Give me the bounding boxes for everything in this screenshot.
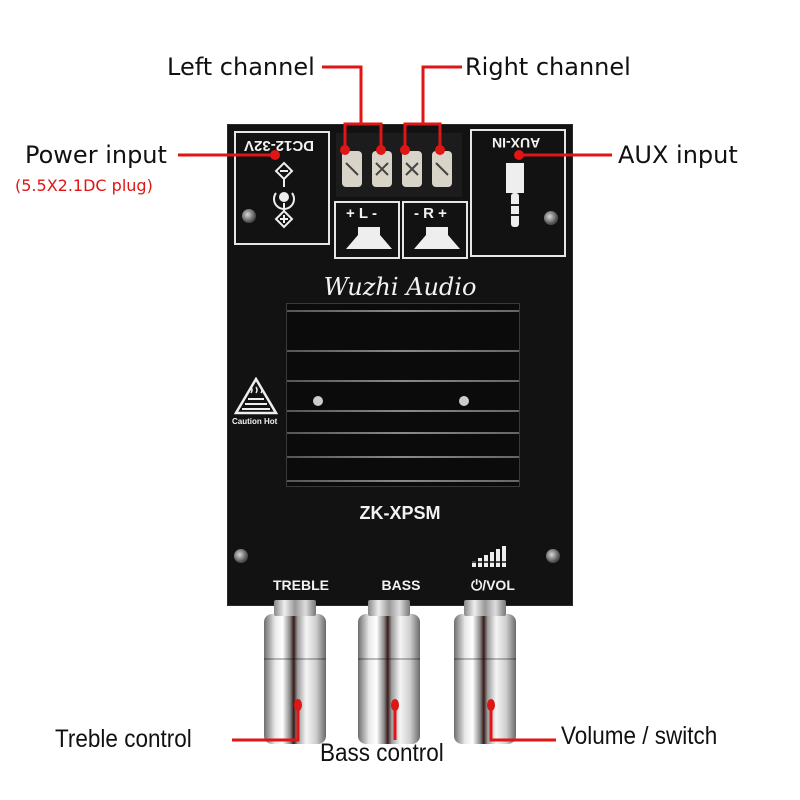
terminal-screw xyxy=(372,151,392,187)
aux-input-panel: AUX-IN xyxy=(470,129,566,257)
brand-logo: Wuzhi Audio xyxy=(323,273,477,301)
aux-jack-icon xyxy=(506,163,524,227)
heatsink-screw xyxy=(459,396,469,406)
left-speaker-polarity: + L - xyxy=(346,205,377,222)
caution-hot-label: Caution Hot xyxy=(232,417,278,426)
heatsink-fin xyxy=(287,432,519,434)
volume-switch-knob[interactable] xyxy=(454,600,516,744)
left-channel-leader xyxy=(322,65,363,124)
bass-label: BASS xyxy=(381,577,421,593)
bass-knob[interactable] xyxy=(358,600,420,744)
heatsink-fin xyxy=(287,456,519,458)
volume-label: ⏻/VOL xyxy=(471,577,515,593)
terminal-screw xyxy=(402,151,422,187)
mounting-screw xyxy=(546,549,560,563)
power-input-callout: Power input xyxy=(25,141,167,169)
terminal-screw xyxy=(432,151,452,187)
dc-jack-polarity-icon xyxy=(273,161,295,229)
terminal-screw xyxy=(342,151,362,187)
heatsink xyxy=(286,303,520,487)
treble-control-callout: Treble control xyxy=(55,725,192,753)
heatsink-screw xyxy=(313,396,323,406)
heatsink-fin xyxy=(287,350,519,352)
mounting-screw xyxy=(234,549,248,563)
power-input-note: (5.5X2.1DC plug) xyxy=(15,176,153,195)
right-channel-callout: Right channel xyxy=(465,53,631,81)
heatsink-fin xyxy=(287,410,519,412)
bass-control-callout: Bass control xyxy=(320,739,444,767)
mounting-screw xyxy=(544,211,558,225)
right-speaker-polarity: - R + xyxy=(414,205,447,222)
treble-knob[interactable] xyxy=(264,600,326,744)
speaker-terminal-block xyxy=(336,133,462,197)
left-channel-callout: Left channel xyxy=(167,53,315,81)
right-speaker-panel: - R + xyxy=(402,201,468,259)
right-channel-leader xyxy=(421,65,462,124)
aux-input-callout: AUX input xyxy=(618,141,738,169)
heatsink-fin xyxy=(287,380,519,382)
power-input-panel: DC12-32V xyxy=(234,131,330,245)
treble-label: TREBLE xyxy=(273,577,329,593)
speaker-icon xyxy=(346,227,392,249)
amplifier-board: DC12-32V xyxy=(228,125,572,605)
left-speaker-panel: + L - xyxy=(334,201,400,259)
mounting-screw xyxy=(242,209,256,223)
volume-switch-callout: Volume / switch xyxy=(561,722,718,750)
heatsink-fin xyxy=(287,310,519,312)
model-number: ZK-XPSM xyxy=(359,503,441,523)
volume-level-icon xyxy=(472,546,506,567)
speaker-icon xyxy=(414,227,460,249)
heatsink-fin xyxy=(287,480,519,482)
caution-hot-icon xyxy=(234,377,278,415)
